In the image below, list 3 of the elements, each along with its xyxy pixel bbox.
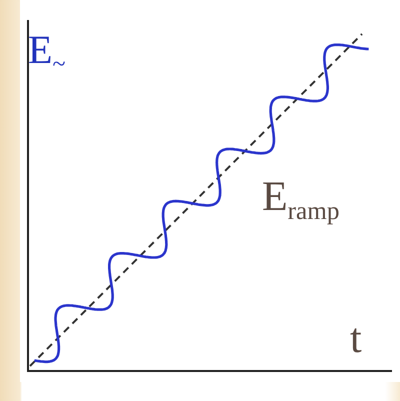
axis-label: E$_{ramp}$ [262,176,340,224]
axis-label: t [350,318,362,360]
axis-label: E$_{~}$ [28,30,66,76]
